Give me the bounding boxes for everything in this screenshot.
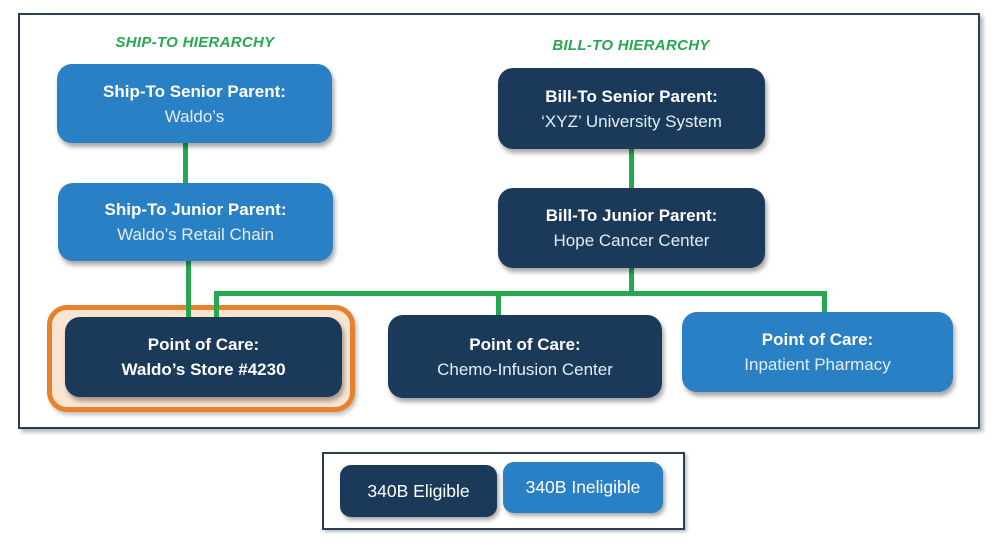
connector-bill-junior-to-branch [629,266,634,296]
bill-senior-parent-node: Bill-To Senior Parent: ‘XYZ’ University … [498,68,765,149]
node-label: Point of Care: [761,330,874,349]
connector-bill-senior-to-junior [629,147,634,190]
ship-junior-parent-node: Ship-To Junior Parent: Waldo’s Retail Ch… [58,183,333,261]
legend-ineligible-label: 340B Ineligible [525,477,641,497]
node-label: Ship-To Senior Parent: [103,81,286,101]
node-value: Inpatient Pharmacy [744,355,891,374]
node-label: Point of Care: [469,334,581,354]
node-label: Bill-To Junior Parent: [545,206,718,225]
point-of-care-waldo-store-node: Point of Care: Waldo’s Store #4230 [65,317,342,397]
node-label: Ship-To Junior Parent: [104,200,287,219]
node-value: ‘XYZ’ University System [541,111,722,131]
bill-to-hierarchy-title: BILL-TO HIERARCHY [552,37,710,54]
point-of-care-chemo-infusion-node: Point of Care: Chemo-Infusion Center [388,315,662,398]
connector-branch-to-chemo-infusion [496,291,501,318]
node-value: Waldo’s Store #4230 [121,360,286,379]
point-of-care-inpatient-pharmacy-node: Point of Care: Inpatient Pharmacy [682,312,953,392]
connector-ship-junior-to-poc [186,258,191,320]
node-label: Point of Care: [147,335,260,354]
legend-eligible-badge: 340B Eligible [340,465,497,517]
ship-to-hierarchy-title: SHIP-TO HIERARCHY [115,34,275,51]
node-value: Waldo’s [164,106,225,126]
legend-ineligible-badge: 340B Ineligible [503,462,663,513]
legend-eligible-label: 340B Eligible [367,480,470,501]
connector-ship-senior-to-junior [183,139,188,185]
ship-senior-parent-node: Ship-To Senior Parent: Waldo’s [57,64,332,143]
bill-junior-parent-node: Bill-To Junior Parent: Hope Cancer Cente… [498,188,765,268]
node-value: Hope Cancer Center [553,231,710,250]
connector-branch-horizontal [214,291,827,296]
node-value: Waldo’s Retail Chain [117,225,274,244]
node-value: Chemo-Infusion Center [437,359,613,379]
node-label: Bill-To Senior Parent: [545,86,718,106]
connector-branch-to-waldo-store [214,291,219,320]
connector-branch-to-inpatient-pharmacy [822,291,827,314]
